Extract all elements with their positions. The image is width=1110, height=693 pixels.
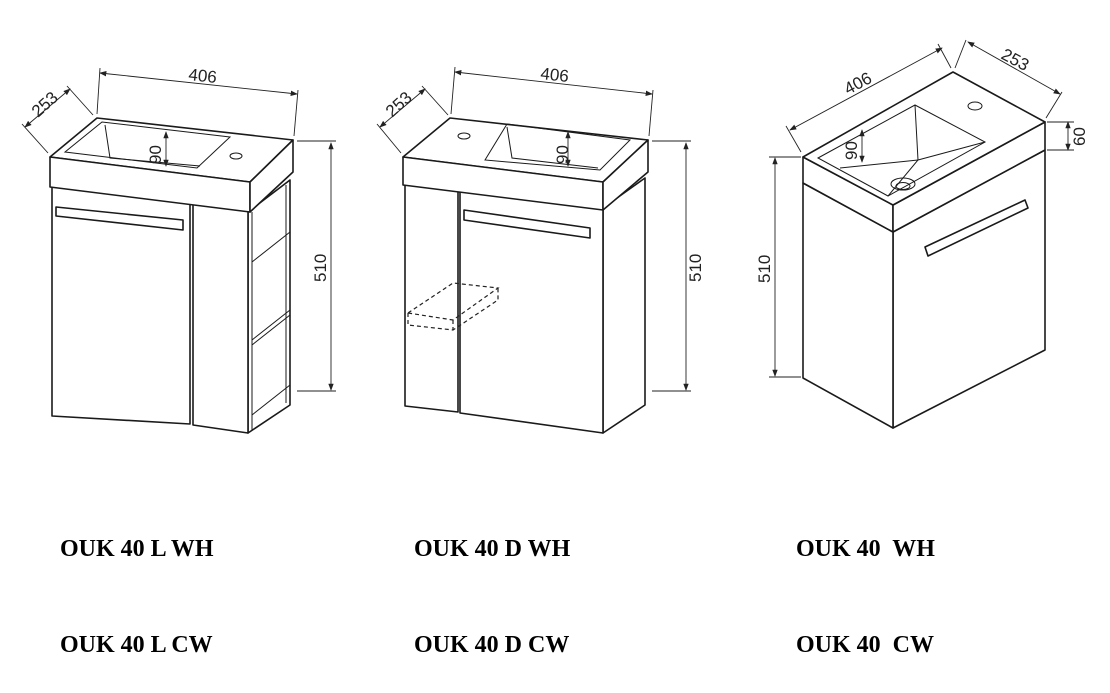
dim-height: 510	[755, 255, 774, 283]
model-code: OUK 40 L WH	[60, 536, 214, 562]
dim-basin-depth: 90	[842, 141, 861, 160]
dim-height: 510	[686, 254, 705, 282]
cabinet-drawing-left: 406 253 510 90	[21, 65, 336, 434]
dim-basin-depth: 90	[146, 145, 165, 164]
dim-width: 406	[841, 68, 875, 98]
cabinet-drawing-right: 406 253 510 90	[376, 64, 705, 434]
dim-basin-depth: 90	[553, 145, 572, 164]
dim-width: 406	[188, 65, 218, 87]
model-code: OUK 40 CW	[796, 632, 934, 658]
dim-top-thickness: 60	[1070, 127, 1089, 146]
technical-drawings: 406 253 510 90 406 253	[21, 39, 1089, 434]
model-code: OUK 40 D CW	[414, 632, 570, 658]
dim-depth: 253	[382, 88, 416, 121]
dim-width: 406	[540, 64, 570, 86]
model-codes-left: OUK 40 L WH OUK 40 L CW	[60, 469, 214, 693]
dim-depth: 253	[28, 88, 62, 121]
model-codes-isometric: OUK 40 WH OUK 40 CW	[796, 469, 935, 693]
model-code: OUK 40 D WH	[414, 536, 571, 562]
cabinet-drawing-isometric: 406 253 60 510 90	[755, 39, 1089, 429]
model-codes-right: OUK 40 D WH OUK 40 D CW	[414, 469, 570, 693]
dim-height: 510	[311, 254, 330, 282]
dim-depth: 253	[998, 45, 1032, 75]
model-code: OUK 40 WH	[796, 536, 935, 562]
model-code: OUK 40 L CW	[60, 632, 213, 658]
